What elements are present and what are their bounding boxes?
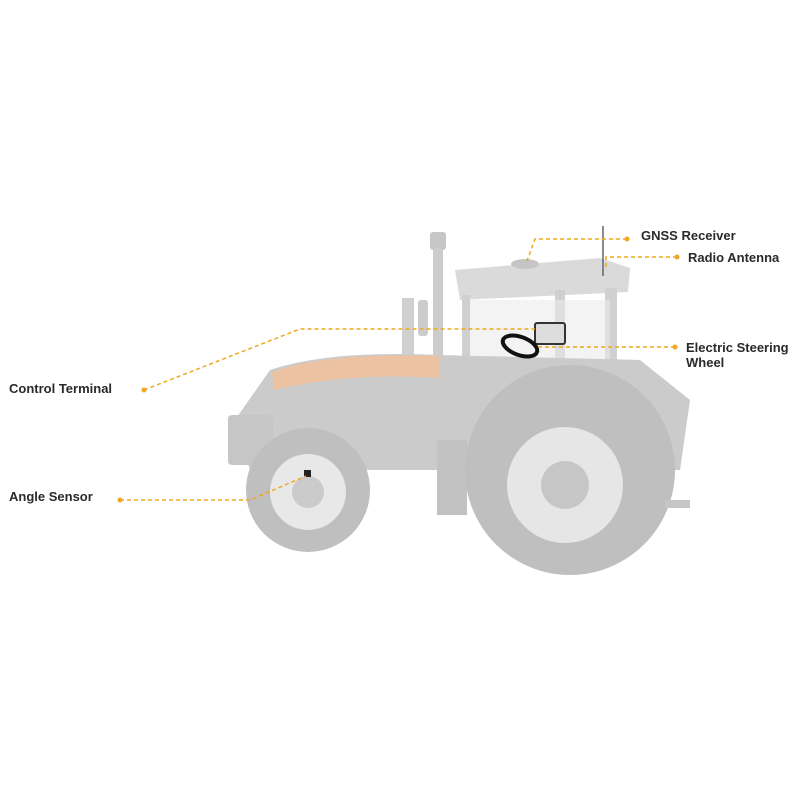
tractor <box>228 232 690 575</box>
label-line: Electric Steering <box>686 340 789 355</box>
label-gnss-receiver: GNSS Receiver <box>641 228 736 243</box>
label-line: Wheel <box>686 355 725 370</box>
leader-dots <box>117 236 680 503</box>
label-angle-sensor: Angle Sensor <box>9 489 93 504</box>
angle-sensor-icon <box>304 470 311 477</box>
label-electric-steering-wheel: Electric Steering Wheel <box>686 340 789 370</box>
leader-lines <box>120 238 677 501</box>
steering-wheel-icon <box>500 333 540 359</box>
label-control-terminal: Control Terminal <box>9 381 113 396</box>
label-radio-antenna: Radio Antenna <box>688 250 780 265</box>
control-terminal-icon <box>534 322 566 345</box>
